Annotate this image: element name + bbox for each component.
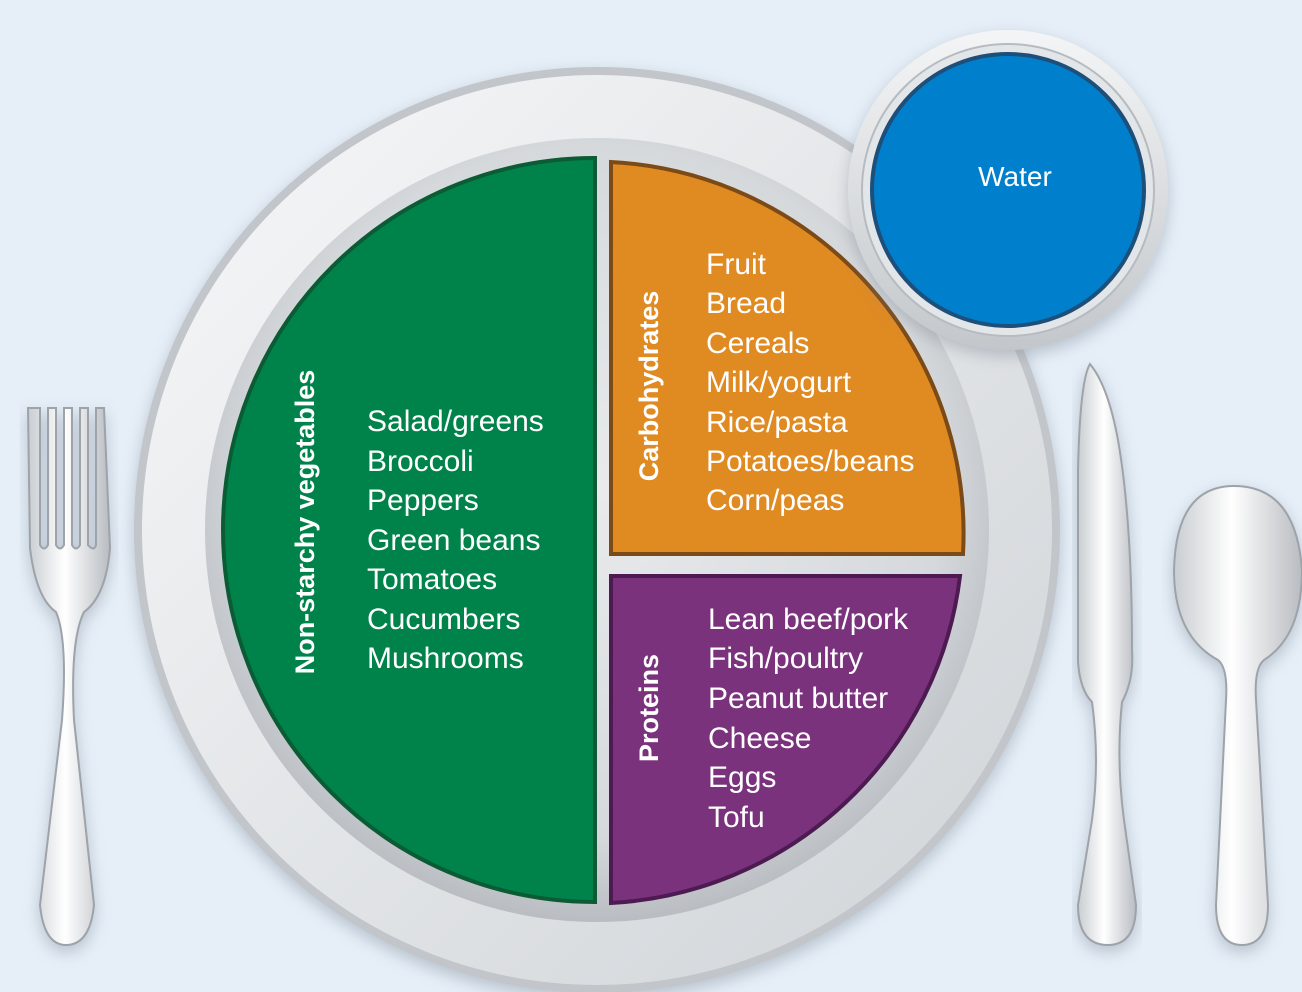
- proteins-label: Proteins: [634, 654, 664, 762]
- vegetables-label: Non-starchy vegetables: [290, 370, 320, 675]
- list-item: Cereals: [706, 327, 809, 360]
- proteins-list: Lean beef/pork Fish/poultry Peanut butte…: [708, 603, 909, 834]
- list-item: Corn/peas: [706, 484, 844, 517]
- list-item: Milk/yogurt: [706, 366, 852, 399]
- list-item: Fruit: [706, 248, 767, 281]
- proteins-section: [609, 574, 963, 906]
- list-item: Salad/greens: [367, 405, 544, 438]
- carbohydrates-list: Fruit Bread Cereals Milk/yogurt Rice/pas…: [706, 248, 915, 517]
- list-item: Mushrooms: [367, 642, 524, 675]
- list-item: Cucumbers: [367, 603, 520, 636]
- fork-icon: [26, 407, 112, 947]
- list-item: Fish/poultry: [708, 642, 863, 675]
- list-item: Cheese: [708, 722, 811, 755]
- vegetables-list: Salad/greens Broccoli Peppers Green bean…: [367, 405, 544, 675]
- list-item: Lean beef/pork: [708, 603, 909, 636]
- list-item: Bread: [706, 287, 786, 320]
- water-glass-icon: [848, 30, 1168, 350]
- list-item: Peppers: [367, 484, 479, 517]
- list-item: Potatoes/beans: [706, 445, 915, 478]
- water-label: Water: [978, 161, 1052, 192]
- list-item: Tomatoes: [367, 563, 497, 596]
- vegetables-section: [221, 155, 597, 905]
- list-item: Rice/pasta: [706, 406, 848, 439]
- list-item: Peanut butter: [708, 682, 888, 715]
- list-item: Green beans: [367, 524, 540, 557]
- list-item: Broccoli: [367, 445, 474, 478]
- carbohydrates-section: [609, 159, 966, 556]
- knife-icon: [1076, 362, 1138, 947]
- list-item: Tofu: [708, 801, 765, 834]
- carbohydrates-label: Carbohydrates: [634, 291, 664, 482]
- spoon-icon: [1172, 484, 1302, 947]
- list-item: Eggs: [708, 761, 776, 794]
